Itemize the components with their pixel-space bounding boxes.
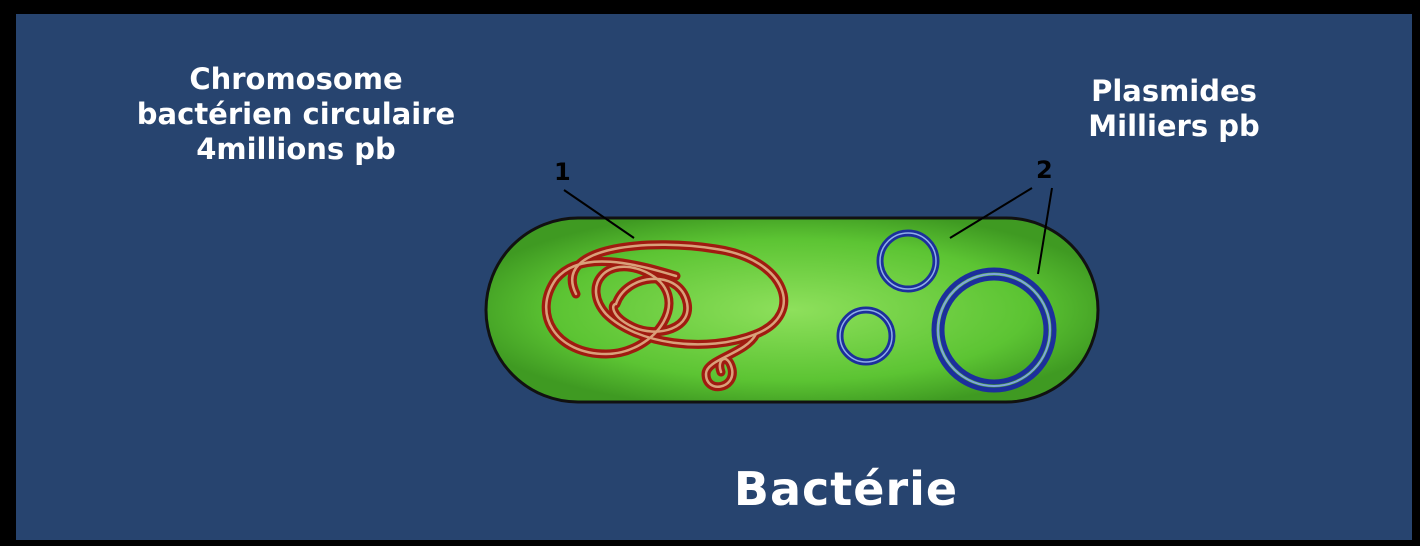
slide-background: Chromosome bactérien circulaire 4million… bbox=[16, 14, 1412, 540]
diagram-title: Bactérie bbox=[636, 462, 1056, 517]
bacteria-cell bbox=[486, 218, 1098, 402]
callout-number-1: 1 bbox=[554, 158, 571, 186]
callout-number-2: 2 bbox=[1036, 156, 1053, 184]
